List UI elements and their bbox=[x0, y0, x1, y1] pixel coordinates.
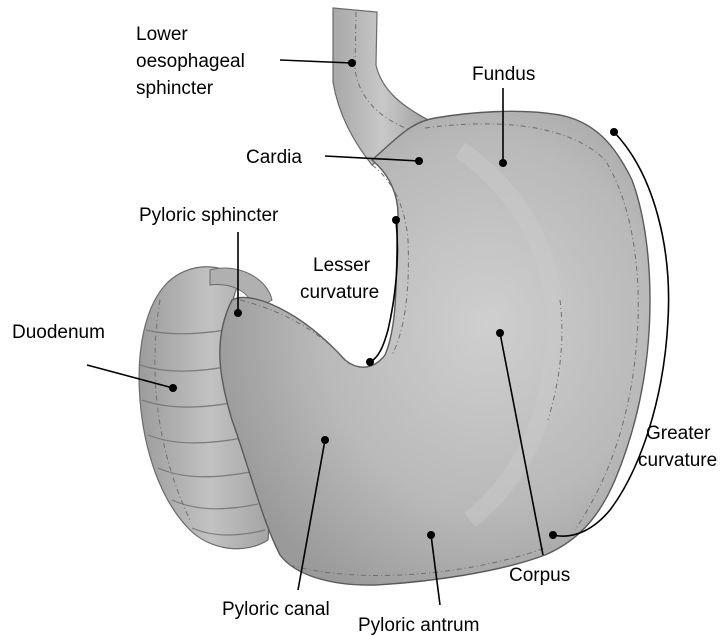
dot-pyloric-antrum bbox=[427, 531, 435, 539]
greater-curvature-top-dot bbox=[610, 128, 618, 136]
label-greater-curvature-line1: Greater bbox=[646, 423, 711, 444]
label-lesser-curvature-line1: Lesser bbox=[313, 255, 371, 276]
lesser-curvature-bottom-dot bbox=[366, 358, 374, 366]
label-lower-oesophageal-sphincter-line2: oesophageal bbox=[136, 51, 245, 72]
label-lower-oesophageal-sphincter-line1: Lower bbox=[136, 24, 188, 45]
label-fundus: Fundus bbox=[472, 64, 535, 85]
label-lesser-curvature-line2: curvature bbox=[300, 282, 379, 303]
label-pyloric-sphincter: Pyloric sphincter bbox=[139, 205, 279, 226]
label-pyloric-antrum: Pyloric antrum bbox=[358, 615, 479, 636]
dot-duodenum bbox=[169, 384, 177, 392]
label-duodenum: Duodenum bbox=[12, 322, 105, 343]
dot-pyloric-sphincter bbox=[234, 309, 242, 317]
greater-curvature-bottom-dot bbox=[549, 531, 557, 539]
dot-fundus bbox=[499, 159, 507, 167]
lesser-curvature-top-dot bbox=[392, 216, 400, 224]
dot-pyloric-canal bbox=[321, 436, 329, 444]
dot-lower-oesophageal-sphincter bbox=[348, 59, 356, 67]
label-pyloric-canal: Pyloric canal bbox=[222, 599, 330, 620]
dot-cardia bbox=[415, 157, 423, 165]
label-corpus: Corpus bbox=[509, 565, 570, 586]
label-lower-oesophageal-sphincter-line3: sphincter bbox=[136, 78, 214, 99]
label-greater-curvature-line2: curvature bbox=[638, 450, 717, 471]
label-cardia: Cardia bbox=[246, 147, 302, 168]
stomach-body-shape bbox=[220, 111, 650, 585]
dot-corpus bbox=[496, 329, 504, 337]
